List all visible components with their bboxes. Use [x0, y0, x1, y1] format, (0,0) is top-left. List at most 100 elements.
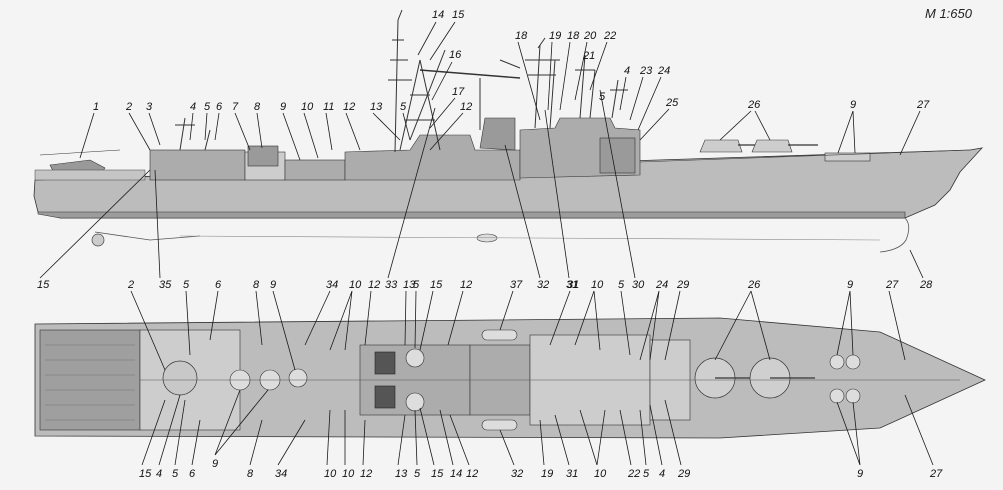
helideck	[39, 329, 141, 431]
propeller-shaft	[94, 231, 201, 241]
crane-boom	[419, 69, 521, 79]
profile-bulb	[879, 217, 910, 253]
plan-callout-label: 9	[847, 279, 853, 291]
plan-callout-label: 10	[349, 279, 362, 291]
profile-callout-label: 10	[301, 101, 314, 113]
profile-leaders	[39, 21, 924, 279]
profile-callout-label: 13	[370, 101, 383, 113]
plan-callout-label: 8	[253, 279, 260, 291]
profile-callout-label: 15	[37, 279, 50, 291]
profile-waterline	[37, 211, 906, 219]
profile-callout-label: 27	[916, 99, 930, 111]
plan-callout-label: 10	[342, 468, 355, 480]
plan-callout-label: 34	[326, 279, 338, 291]
plan-callout-label: 29	[676, 279, 689, 291]
profile-callout-label: 28	[919, 279, 933, 291]
funnel-fwd	[479, 117, 516, 151]
profile-callout-label: 5	[400, 101, 407, 113]
plan-callout-label: 10	[594, 468, 607, 480]
plan-callout-label: 37	[510, 279, 523, 291]
plan-director-2	[405, 392, 425, 412]
profile-view	[33, 9, 984, 253]
gun-turret-2	[751, 139, 793, 153]
profile-callout-label: 31	[566, 279, 578, 291]
plan-callout-label: 8	[247, 468, 254, 480]
plan-callout-label: 13	[395, 468, 408, 480]
aft-deck-rail	[34, 169, 146, 181]
profile-callout-label: 6	[216, 101, 223, 113]
plan-callout-label: 12	[460, 279, 472, 291]
hangar-block	[149, 149, 246, 181]
profile-callout-label: 9	[850, 99, 856, 111]
profile-callout-label: 35	[159, 279, 172, 291]
profile-callout-label: 25	[665, 97, 679, 109]
plan-callout-label: 13	[403, 279, 416, 291]
plan-launcher-2	[374, 385, 396, 409]
profile-callout-label: 22	[603, 30, 616, 42]
plan-callout-label: 5	[413, 279, 420, 291]
plan-callout-label: 31	[567, 279, 579, 291]
plan-callout-label: 27	[885, 279, 899, 291]
profile-callout-label: 32	[537, 279, 549, 291]
profile-callout-label: 7	[232, 101, 239, 113]
fwd-mast	[499, 37, 560, 129]
plan-callout-label: 5	[172, 468, 179, 480]
plan-callout-label: 5	[643, 468, 650, 480]
profile-callout-label: 5	[204, 101, 211, 113]
plan-callout-label: 9	[212, 458, 218, 470]
profile-callout-label: 4	[624, 65, 630, 77]
plan-callout-label: 10	[324, 468, 337, 480]
profile-callout-label: 1	[93, 101, 99, 113]
plan-callout-label: 15	[139, 468, 152, 480]
profile-callout-label: 21	[582, 50, 595, 62]
mid-deckhouse	[284, 159, 346, 181]
hull-bottom-line	[179, 235, 881, 241]
plan-callout-label: 9	[270, 279, 276, 291]
profile-callout-label: 12	[460, 101, 472, 113]
plan-callout-label: 5	[183, 279, 190, 291]
profile-callout-label: 30	[632, 279, 645, 291]
plan-mount-c	[288, 368, 308, 388]
plan-callout-label: 5	[414, 468, 421, 480]
plan-callout-label: 15	[431, 468, 444, 480]
propeller	[91, 233, 105, 247]
plan-boat-port	[481, 329, 518, 341]
plan-callout-label: 6	[189, 468, 196, 480]
plan-callout-label: 4	[659, 468, 665, 480]
fwd-mast-2	[575, 54, 628, 119]
plan-callout-label: 12	[360, 468, 372, 480]
profile-callout-label: 9	[280, 101, 286, 113]
plan-launcher-fwd-2	[845, 354, 861, 370]
profile-callout-label: 19	[549, 30, 561, 42]
gun-turret-1	[699, 139, 743, 153]
plan-callout-label: 9	[857, 468, 863, 480]
plan-callout-label: 5	[618, 279, 625, 291]
plan-launcher-fwd-4	[845, 388, 861, 404]
plan-callout-label: 22	[627, 468, 640, 480]
profile-callout-label: 17	[452, 86, 465, 98]
plan-callout-label: 32	[511, 468, 523, 480]
plan-callout-label: 19	[541, 468, 553, 480]
profile-callout-label: 16	[449, 49, 462, 61]
profile-callout-label: 24	[657, 65, 670, 77]
plan-radar-aft	[162, 360, 198, 396]
profile-callout-label: 2	[125, 101, 132, 113]
plan-callout-label: 6	[215, 279, 222, 291]
profile-callout-label: 3	[146, 101, 153, 113]
profile-callout-label: 15	[452, 9, 465, 21]
plan-callout-label: 24	[655, 279, 668, 291]
plan-callout-label: 34	[275, 468, 287, 480]
plan-callout-label: 27	[929, 468, 943, 480]
aft-funnel	[247, 145, 279, 167]
profile-callout-label: 18	[515, 30, 528, 42]
plan-leaders	[130, 290, 934, 466]
plan-callout-label: 10	[591, 279, 604, 291]
bow-deck	[639, 149, 971, 163]
plan-director-1	[405, 348, 425, 368]
profile-callout-label: 33	[385, 279, 398, 291]
profile-callout-label: 5	[599, 91, 606, 103]
plan-launcher-fwd-1	[829, 354, 845, 370]
